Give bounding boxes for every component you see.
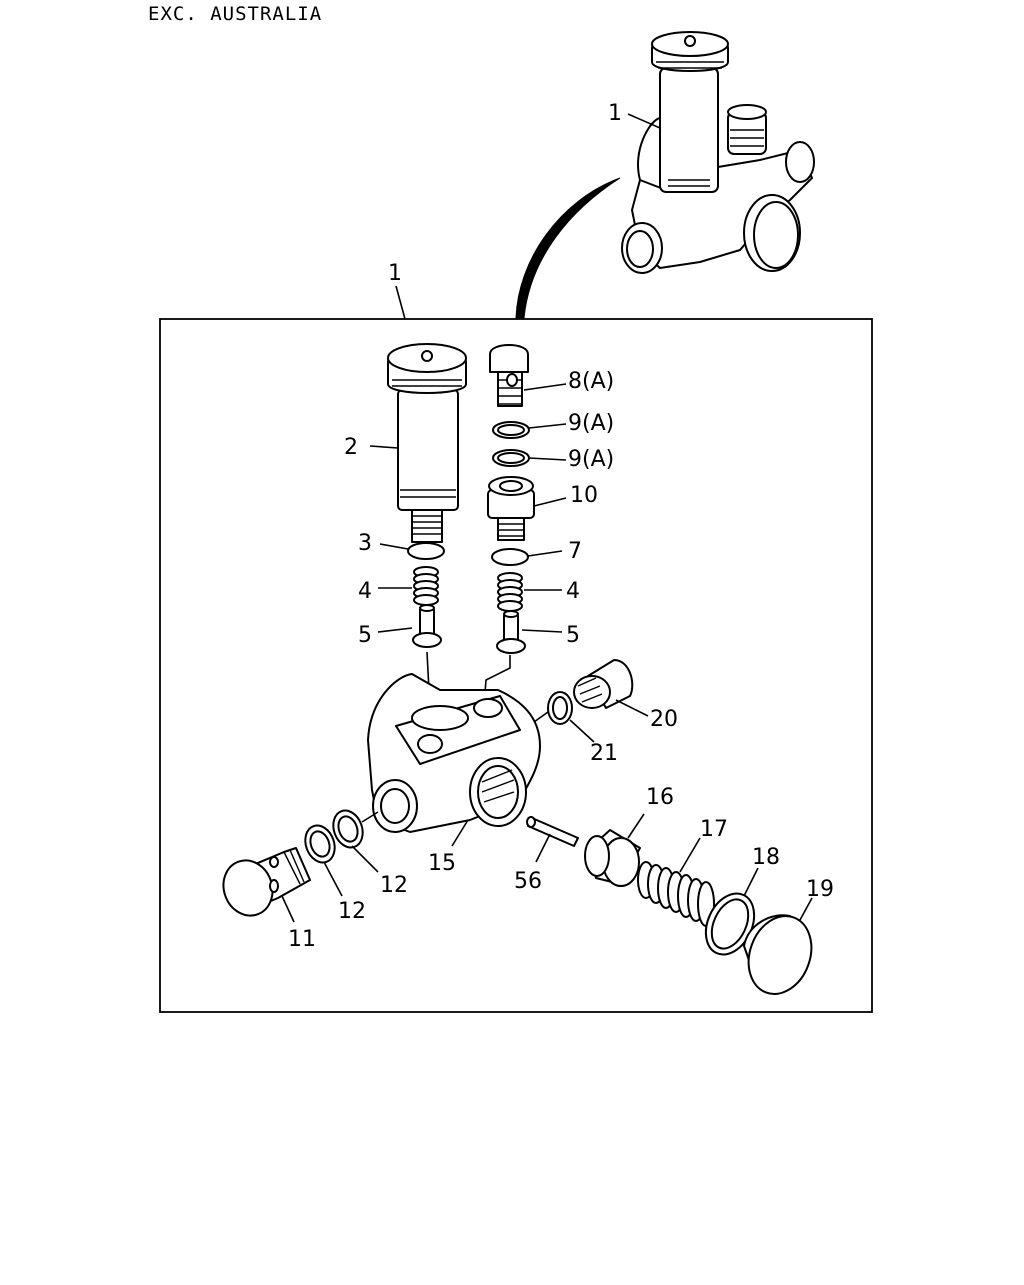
callout-7: 7	[568, 539, 582, 564]
part-16-sleeve	[584, 829, 641, 887]
callout-15: 15	[428, 851, 456, 876]
part-8-bolt	[489, 344, 529, 407]
callout-5-right: 5	[566, 623, 580, 648]
part-17-spring	[637, 861, 715, 927]
callout-17: 17	[700, 817, 728, 842]
part-56-pin	[526, 816, 579, 847]
callout-5-left: 5	[358, 623, 372, 648]
part-10-fitting	[487, 476, 535, 541]
exploded-view-frame	[159, 318, 873, 1013]
callout-2: 2	[344, 435, 358, 460]
part-15-pump-body	[367, 673, 541, 833]
callout-21: 21	[590, 741, 618, 766]
callout-12-inner: 12	[338, 899, 366, 924]
callout-assembly-main: 1	[388, 261, 402, 286]
callout-8: 8(A)	[568, 369, 614, 394]
part-5-valve-left	[412, 604, 442, 648]
part-5-valve-right	[496, 610, 526, 654]
part-4-spring-left	[413, 566, 439, 606]
region-note: EXC. AUSTRALIA	[148, 3, 323, 25]
callout-11: 11	[288, 927, 316, 952]
callout-9-lower: 9(A)	[568, 447, 614, 472]
part-4-spring-right	[497, 572, 523, 612]
callout-assembly-top: 1	[608, 101, 622, 126]
callout-9-upper: 9(A)	[568, 411, 614, 436]
callout-19: 19	[806, 877, 834, 902]
part-20-plug	[573, 659, 634, 709]
part-2-priming-pump	[387, 343, 467, 543]
part-19-cap	[743, 914, 813, 995]
callout-56: 56	[514, 869, 542, 894]
callout-4-left: 4	[358, 579, 372, 604]
callout-10: 10	[570, 483, 598, 508]
assembly-pointer-arrow	[515, 177, 621, 319]
callout-16: 16	[646, 785, 674, 810]
part-11-banjo-bolt	[222, 847, 311, 917]
callout-4-right: 4	[566, 579, 580, 604]
callout-20: 20	[650, 707, 678, 732]
callout-18: 18	[752, 845, 780, 870]
assembled-pump-illustration	[621, 31, 815, 274]
callout-3: 3	[358, 531, 372, 556]
leader-assembly-top	[627, 113, 661, 129]
callout-12-outer: 12	[380, 873, 408, 898]
part-3-o-ring	[407, 542, 445, 560]
part-7-o-ring	[491, 548, 529, 566]
leader-assembly-main	[395, 285, 406, 320]
